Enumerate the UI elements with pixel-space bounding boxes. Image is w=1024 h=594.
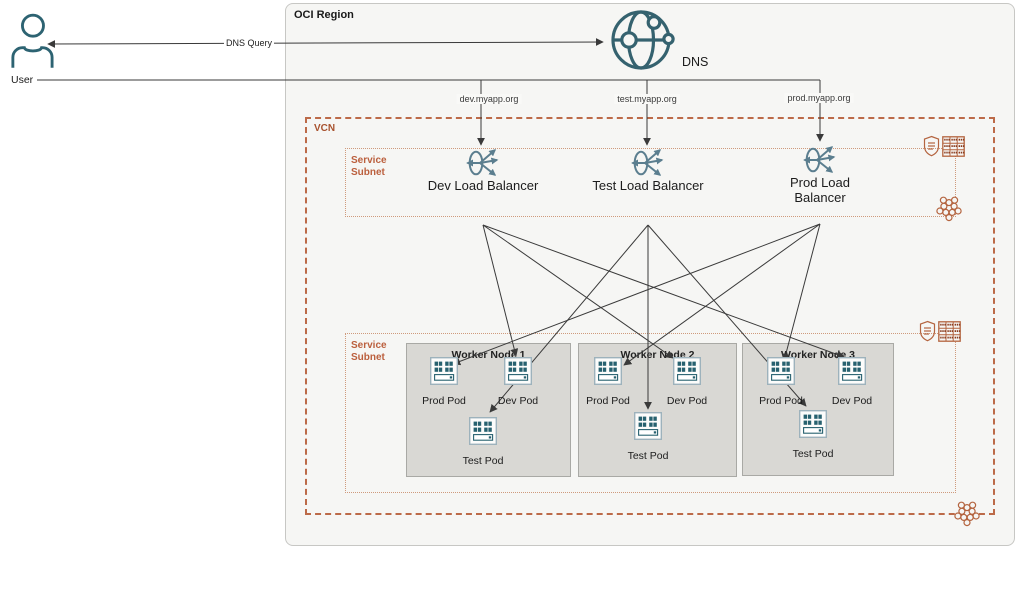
globe-network-icon (609, 8, 675, 77)
pod-icon (633, 411, 663, 445)
dns-label: DNS (682, 55, 709, 69)
security-list-shield-icon (919, 320, 936, 347)
network-cluster-icon (936, 195, 962, 226)
security-list-shield-icon (923, 135, 940, 162)
load-balancer-label: Dev Load Balancer (427, 178, 539, 193)
service-subnet-2-label: Service Subnet (351, 340, 387, 363)
pod-icon (593, 356, 623, 390)
pod-icon (429, 356, 459, 390)
route-table-icon (942, 135, 965, 162)
domain-label: prod.myapp.org (784, 93, 854, 103)
pod-icon (468, 416, 498, 450)
dns-query-label: DNS Query (223, 38, 275, 48)
subnet-badge-group (923, 135, 965, 162)
domain-label: test.myapp.org (614, 94, 680, 104)
pod-label: Dev Pod (497, 395, 539, 407)
load-balancer-icon (426, 146, 540, 180)
pod-icon (766, 356, 796, 390)
pod-icon (672, 356, 702, 390)
pod-label: Dev Pod (831, 395, 873, 407)
person-icon (10, 12, 54, 75)
pod-label: Prod Pod (586, 395, 630, 407)
pod-label: Test Pod (627, 450, 669, 462)
route-table-icon (938, 320, 961, 347)
pod-label: Test Pod (792, 448, 834, 460)
subnet-badge-group (919, 320, 961, 347)
pod-icon (503, 356, 533, 390)
load-balancer-dev: Dev Load Balancer (426, 146, 540, 193)
service-subnet-1-label: Service Subnet (351, 155, 387, 178)
oci-region-label: OCI Region (294, 9, 354, 21)
network-cluster-icon (954, 500, 980, 531)
vcn-label: VCN (314, 123, 336, 134)
subnet-badge-group (954, 500, 980, 531)
subnet-badge-group (936, 195, 962, 226)
load-balancer-icon (591, 146, 705, 180)
vcn-box: VCN (305, 117, 995, 515)
pod-label: Prod Pod (759, 395, 803, 407)
load-balancer-prod: Prod Load Balancer (763, 143, 877, 205)
domain-label: dev.myapp.org (456, 94, 522, 104)
load-balancer-label: Test Load Balancer (592, 178, 704, 193)
pod-icon (837, 356, 867, 390)
load-balancer-icon (763, 143, 877, 177)
service-subnet-1-box: Service Subnet (345, 148, 956, 217)
pod-label: Prod Pod (422, 395, 466, 407)
load-balancer-test: Test Load Balancer (591, 146, 705, 193)
pod-label: Dev Pod (666, 395, 708, 407)
pod-icon (798, 409, 828, 443)
worker-node-title: Worker Node 3 (781, 349, 855, 361)
load-balancer-label: Prod Load Balancer (790, 175, 850, 205)
pod-label: Test Pod (462, 455, 504, 467)
user-label: User (11, 74, 34, 86)
